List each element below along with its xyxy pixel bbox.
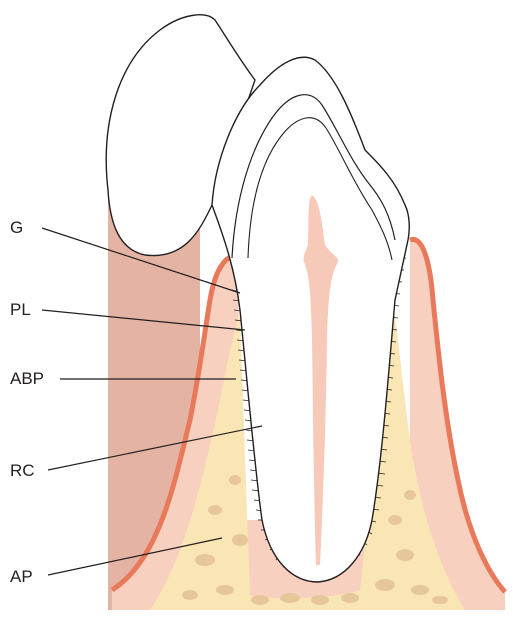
label-pl: PL — [10, 301, 31, 318]
label-ap: AP — [10, 568, 33, 585]
label-rc: RC — [10, 462, 35, 479]
label-g: G — [10, 219, 23, 236]
label-abp: ABP — [10, 370, 44, 387]
